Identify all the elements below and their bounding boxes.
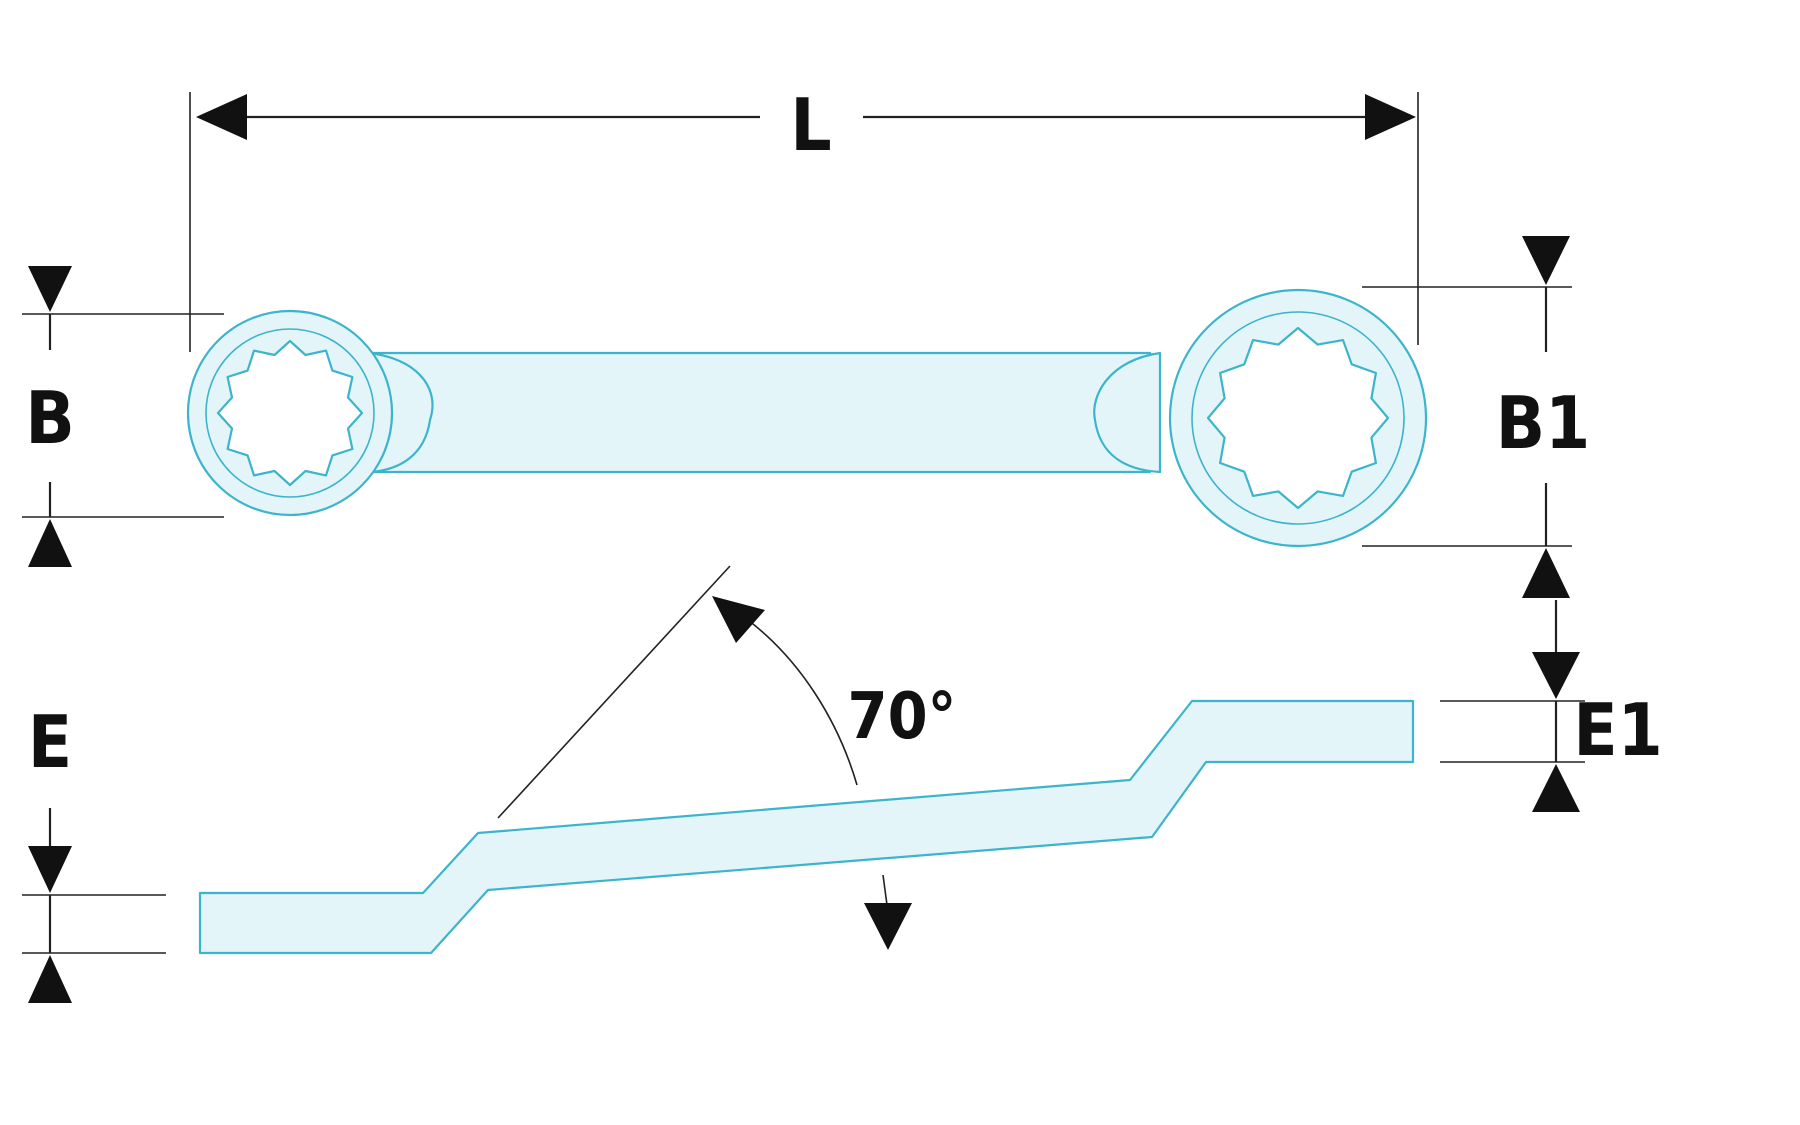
e1-arrow-top: [1532, 652, 1580, 699]
length-arrow-left: [196, 94, 247, 140]
angle-label: 70°: [848, 680, 957, 754]
dimension-offset-left: E: [22, 700, 166, 1003]
left-12-point-bore: [216, 339, 364, 487]
b-arrow-top: [28, 266, 72, 312]
angle-arrow-bottom: [864, 903, 912, 950]
angle-arrow-top: [712, 596, 765, 643]
b1-label: B1: [1496, 381, 1590, 465]
e1-arrow-bottom: [1532, 764, 1580, 812]
b-arrow-bottom: [28, 519, 72, 567]
wrench-top-view: [186, 288, 1428, 548]
dimension-length: L: [189, 83, 1419, 352]
dimension-head-width-right: B1: [1362, 236, 1590, 598]
b1-arrow-top: [1522, 236, 1570, 285]
dimension-offset-right: E1: [1440, 600, 1663, 812]
left-ring-inner-edge: [205, 328, 375, 498]
right-neck-shape: [1093, 351, 1162, 474]
length-label: L: [790, 83, 831, 167]
wrench-handle-top: [368, 351, 1152, 474]
b-label: B: [25, 376, 74, 460]
angle-reference-line: [497, 565, 731, 819]
e1-label: E1: [1573, 688, 1662, 772]
length-arrow-right: [1365, 94, 1416, 140]
wrench-side-view: [198, 699, 1415, 955]
dimension-head-width-left: B: [22, 266, 224, 567]
right-ring-inner-edge: [1191, 311, 1405, 525]
b1-arrow-bottom: [1522, 548, 1570, 598]
e-arrow-bottom: [28, 955, 72, 1003]
wrench-offset-profile: [198, 699, 1415, 955]
e-arrow-top: [28, 846, 72, 893]
dimension-angle: 70°: [497, 565, 957, 950]
angle-arrow-stem: [882, 874, 888, 906]
right-12-point-bore: [1206, 326, 1390, 510]
e-label: E: [28, 700, 72, 784]
angle-arc: [747, 619, 858, 786]
